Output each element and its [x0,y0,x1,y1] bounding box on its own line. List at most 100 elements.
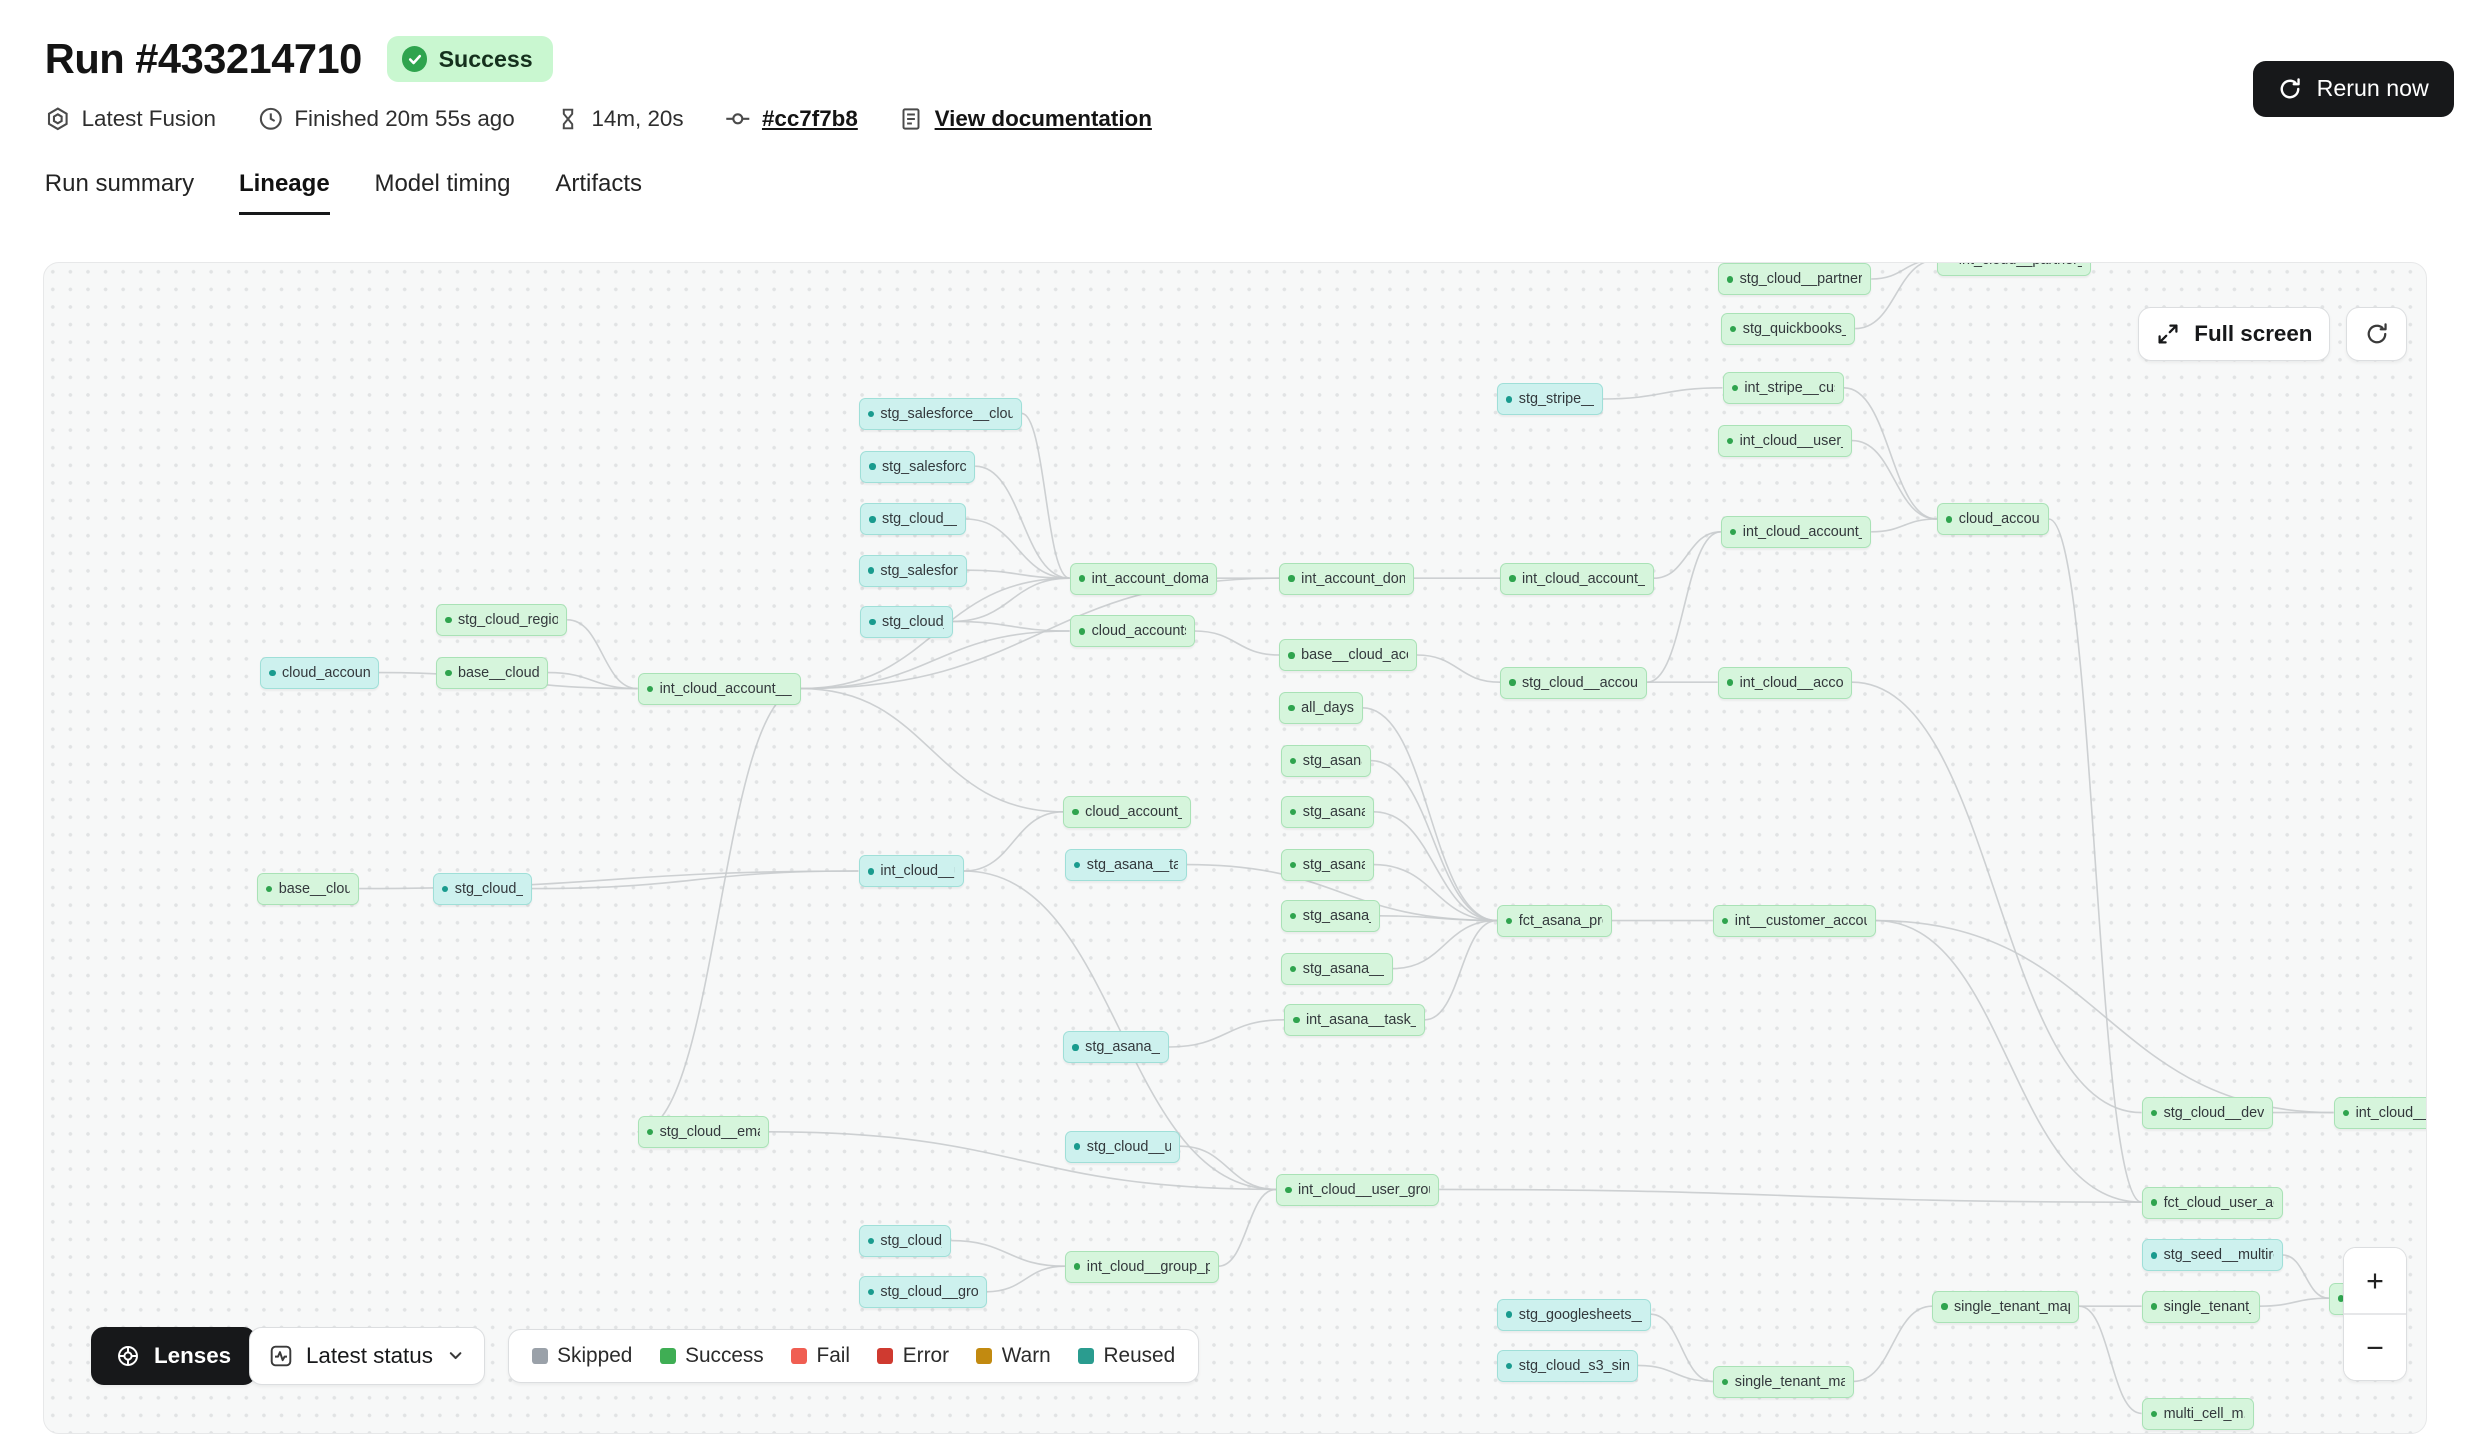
zoom-out-button[interactable]: − [2344,1315,2406,1381]
legend-label: Success [685,1343,764,1367]
node-label: cloud_account.. [281,664,370,681]
lineage-node-n36[interactable]: int__customer_account.. [1712,904,1877,937]
lineage-node-n56[interactable]: multi_cell_m.. [2141,1397,2254,1430]
lineage-node-n48[interactable]: single_tenant_mapp.. [1932,1290,2080,1323]
lineage-node-n39[interactable]: stg_asana__.. [1063,1031,1169,1064]
lineage-node-n7[interactable]: int_cloud_account_ma.. [1720,516,1872,549]
lineage-node-n11[interactable]: stg_cloud__us.. [860,503,966,536]
lineage-node-n22[interactable]: base__cloud_acco.. [1279,639,1417,672]
node-label: stg_asana__.. [1302,804,1365,821]
node-status-dot [867,410,874,417]
tab-run-summary[interactable]: Run summary [44,169,195,197]
zoom-in-button[interactable]: + [2344,1248,2406,1314]
lineage-node-n46[interactable]: stg_googlesheets__sin.. [1496,1298,1651,1331]
lineage-node-n34[interactable]: stg_asana___.. [1280,900,1381,933]
legend-swatch [790,1347,807,1364]
status-lens-icon [270,1345,292,1367]
status-lens-dropdown[interactable]: Latest status [248,1326,486,1385]
node-label: int_cloud__accoun.. [1739,674,1844,691]
node-status-dot [1505,1311,1513,1318]
lineage-node-n41[interactable]: stg_cloud__us.. [1064,1130,1181,1163]
finished-meta: Finished 20m 55s ago [258,106,515,132]
lineage-node-n20[interactable]: cloud_account.. [260,656,379,689]
lineage-node-n43[interactable]: stg_cloud__.. [858,1224,952,1257]
lineage-node-n14[interactable]: int_account_domain.. [1069,562,1217,595]
node-status-dot [265,885,273,893]
lineage-node-n27[interactable]: cloud_account__.. [1063,796,1192,829]
lineage-node-n10[interactable]: stg_salesforce__.. [860,450,976,483]
refresh-graph-button[interactable] [2346,306,2407,361]
node-status-dot [1072,808,1079,816]
lineage-node-n2[interactable]: int_cloud__partner_co.. [1936,263,2091,277]
check-icon [401,46,428,72]
node-label: stg_cloud__.. [454,880,523,897]
lineage-node-n53[interactable]: stg_seed__multireg.. [2141,1239,2283,1272]
node-label: stg_salesforce__cloud__.. [880,405,1012,422]
node-status-dot [269,669,276,677]
lineage-node-n47[interactable]: stg_cloud_s3_singl.. [1496,1349,1638,1382]
lineage-node-n40[interactable]: stg_cloud__email.. [637,1116,769,1149]
lineage-node-n32[interactable]: base__clou.. [256,872,360,905]
node-label: stg_asana___.. [1302,908,1371,925]
node-label: int_cloud_account_ma.. [1742,524,1863,541]
lenses-label: Lenses [153,1342,232,1368]
lineage-node-n25[interactable]: int_cloud__accoun.. [1717,666,1853,699]
lineage-node-n21[interactable]: int_cloud_account__m.. [637,672,801,705]
lineage-node-n31[interactable]: stg_asana__.. [1280,848,1374,881]
lineage-canvas[interactable]: stg_cloud__partner_c.. int_cloud__partner… [43,262,2428,1434]
lineage-node-n33[interactable]: stg_cloud__.. [432,872,533,905]
rerun-now-button[interactable]: Rerun now [2252,60,2455,117]
tab-lineage[interactable]: Lineage [238,170,330,216]
lineage-node-n44[interactable]: stg_cloud__group.. [858,1276,987,1309]
tab-artifacts[interactable]: Artifacts [555,169,643,197]
lineage-node-n8[interactable]: cloud_account.. [1936,503,2049,536]
node-status-dot [2337,1295,2345,1302]
lineage-node-n50[interactable]: stg_cloud__devel.. [2141,1096,2273,1129]
lineage-node-n4[interactable]: int_stripe__custo.. [1722,372,1845,405]
node-status-dot [869,463,876,470]
lineage-node-n13[interactable]: stg_cloud__.. [860,605,953,638]
node-status-dot [1945,263,1953,264]
node-status-dot [1726,437,1734,445]
full-screen-button[interactable]: Full screen [2138,306,2331,361]
node-label: int_cloud__us.. [880,863,955,880]
lineage-node-n1[interactable]: stg_cloud__partner_c.. [1717,263,1872,296]
lineage-node-n52[interactable]: fct_cloud_user_acc.. [2141,1186,2283,1219]
lineage-node-n15[interactable]: int_account_dom.. [1279,562,1414,595]
lineage-node-n37[interactable]: stg_asana__pr.. [1280,952,1393,985]
tab-model-timing[interactable]: Model timing [374,169,511,197]
lineage-node-n26[interactable]: stg_asana_.. [1280,744,1371,777]
lineage-node-n23[interactable]: all_days [1279,692,1363,725]
lenses-button[interactable]: Lenses [90,1326,257,1385]
lineage-node-n6[interactable]: int_cloud__user_ac.. [1717,424,1853,457]
lineage-node-n5[interactable]: stg_stripe__c.. [1496,383,1603,416]
lineage-node-n3[interactable]: stg_quickbooks__a.. [1720,312,1856,345]
lineage-node-n42[interactable]: int_cloud__user_group.. [1276,1173,1440,1206]
lineage-node-n29[interactable]: int_cloud__us.. [858,855,965,888]
lineage-node-n38[interactable]: int_asana__task_s.. [1284,1004,1425,1037]
node-label: stg_salesforce__.. [881,458,967,475]
lineage-node-n9[interactable]: stg_salesforce__cloud__.. [858,397,1022,430]
lineage-node-n19[interactable]: base__cloud__.. [436,656,549,689]
lineage-node-n30[interactable]: stg_asana__tas.. [1064,848,1187,881]
zoom-divider [2344,1313,2406,1315]
lineage-node-n45[interactable]: int_cloud__group_per.. [1064,1250,1219,1283]
lineage-node-n54[interactable]: single_tenant_.. [2141,1290,2261,1323]
lenses-icon [117,1345,138,1366]
commit-link[interactable]: #cc7f7b8 [761,105,858,131]
fusion-label: Latest Fusion [81,105,216,131]
lineage-node-n16[interactable]: int_cloud_account_ma.. [1500,562,1654,595]
lineage-node-n35[interactable]: fct_asana_proj.. [1496,904,1613,937]
lineage-node-n12[interactable]: stg_salesforce_.. [858,554,968,587]
lineage-node-n49[interactable]: single_tenant_map.. [1712,1365,1854,1398]
node-label: int_cloud__partner_co.. [1959,263,2082,268]
node-status-dot [1289,808,1297,816]
lineage-node-n28[interactable]: stg_asana__.. [1280,796,1374,829]
node-label: stg_asana__.. [1085,1039,1160,1056]
node-label: stg_cloud__partner_c.. [1739,271,1863,288]
docs-link[interactable]: View documentation [934,105,1152,131]
lineage-node-n18[interactable]: stg_cloud_region.. [436,604,568,637]
lineage-node-n51[interactable]: int_cloud__devel.. [2333,1096,2427,1129]
